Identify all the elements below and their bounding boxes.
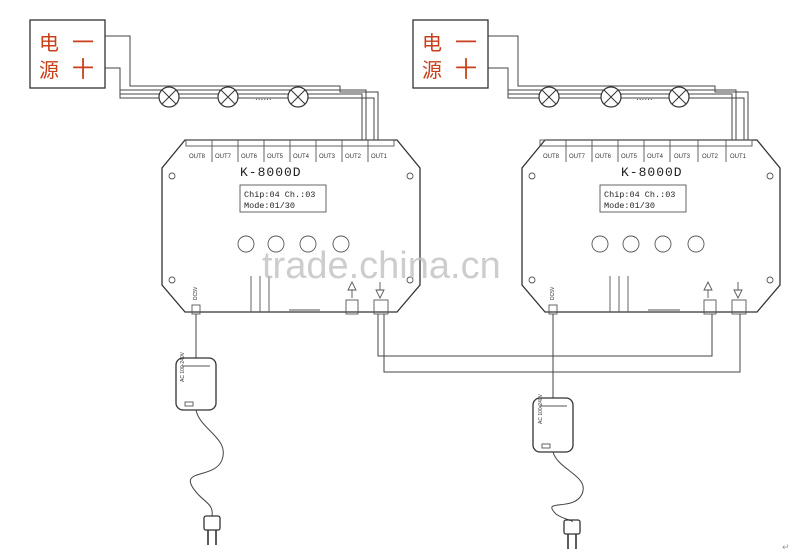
psu-minus-label: 一 [72, 31, 94, 56]
psu-label-bottom: 源 [422, 58, 442, 82]
output-port-label: OUT7 [215, 154, 232, 160]
controller-button[interactable] [687, 235, 705, 253]
psu-label-top: 电 [39, 31, 59, 55]
output-port-label: OUT3 [674, 154, 691, 160]
adapter-rating: AC 100-240V [538, 393, 544, 424]
ac-adapter-left: AC 100-240V [175, 351, 217, 411]
signal-port-in [345, 299, 359, 315]
psu-plus-label: 十 [72, 58, 94, 83]
controller-right: OUT8 OUT7 OUT6 OUT5 OUT4 OUT3 OUT2 OUT1 … [521, 139, 781, 315]
signal-link-wire [377, 314, 713, 357]
watermark: trade.china.cn [262, 245, 501, 287]
ac-plug-right [563, 519, 581, 549]
controller-button[interactable] [622, 235, 640, 253]
node-ellipsis: ...... [255, 92, 272, 103]
controller-button[interactable] [591, 235, 609, 253]
return-mark: ↵ [782, 543, 790, 553]
controller-button[interactable] [332, 235, 350, 253]
power-feed-wires [105, 35, 379, 140]
power-supply-box: 电 源 一 十 [412, 19, 489, 89]
signal-link-wire [383, 314, 741, 373]
output-port-label: OUT1 [371, 154, 388, 160]
psu-label-top: 电 [422, 31, 442, 55]
controller-button[interactable] [237, 235, 255, 253]
pixel-node-1 [538, 86, 560, 108]
lcd-display [239, 184, 327, 213]
controller-left: OUT8 OUT7 OUT6 OUT5 OUT4 OUT3 OUT2 OUT1 … [161, 139, 421, 315]
system-right: 电 源 一 十 ...... [412, 19, 781, 549]
ac-cable [189, 409, 224, 517]
system-left: 电 源 一 十 ...... [29, 19, 421, 545]
lcd-line-2: Mode:01/30 [604, 201, 655, 211]
ac-adapter-right: AC 100-240V [532, 393, 574, 453]
output-port-label: OUT8 [189, 154, 206, 160]
output-port-label: OUT6 [241, 154, 258, 160]
signal-port-out [731, 299, 747, 315]
dc-input-label: DC5V [193, 286, 199, 300]
lcd-line-2: Mode:01/30 [244, 201, 295, 211]
output-port-label: OUT1 [730, 154, 747, 160]
controller-button[interactable] [299, 235, 317, 253]
pixel-node-3 [668, 86, 690, 108]
output-port-label: OUT2 [345, 154, 362, 160]
output-port-label: OUT8 [543, 154, 560, 160]
ac-plug-left [203, 515, 221, 545]
psu-minus-label: 一 [455, 31, 477, 56]
dc-input-label: DC5V [550, 286, 556, 300]
output-terminal-strip: OUT8 OUT7 OUT6 OUT5 OUT4 OUT3 OUT2 OUT1 [539, 139, 753, 162]
pixel-node-1 [158, 86, 180, 108]
ac-cable [551, 451, 584, 523]
lcd-display [599, 184, 687, 213]
node-ellipsis: ...... [636, 92, 653, 103]
psu-plus-label: 十 [455, 58, 477, 83]
lcd-line-1: Chip:04 Ch.:03 [244, 190, 315, 200]
pixel-node-2 [600, 86, 622, 108]
output-port-label: OUT5 [267, 154, 284, 160]
power-feed-wires [488, 35, 749, 140]
pixel-node-2 [217, 86, 239, 108]
output-port-label: OUT7 [569, 154, 586, 160]
output-port-label: OUT2 [702, 154, 719, 160]
output-port-label: OUT6 [595, 154, 612, 160]
signal-port-out [373, 299, 389, 315]
output-port-label: OUT4 [647, 154, 664, 160]
power-supply-box: 电 源 一 十 [29, 19, 106, 89]
controller-button[interactable] [654, 235, 672, 253]
signal-port-in [703, 299, 717, 315]
controller-model: K-8000D [240, 165, 302, 180]
lcd-line-1: Chip:04 Ch.:03 [604, 190, 675, 200]
output-port-label: OUT3 [319, 154, 336, 160]
pixel-node-3 [287, 86, 309, 108]
controller-button[interactable] [267, 235, 285, 253]
output-terminal-strip: OUT8 OUT7 OUT6 OUT5 OUT4 OUT3 OUT2 OUT1 [185, 139, 395, 162]
controller-model: K-8000D [621, 165, 683, 180]
output-port-label: OUT5 [621, 154, 638, 160]
adapter-rating: AC 100-240V [180, 351, 186, 382]
output-port-label: OUT4 [293, 154, 310, 160]
psu-label-bottom: 源 [39, 58, 59, 82]
